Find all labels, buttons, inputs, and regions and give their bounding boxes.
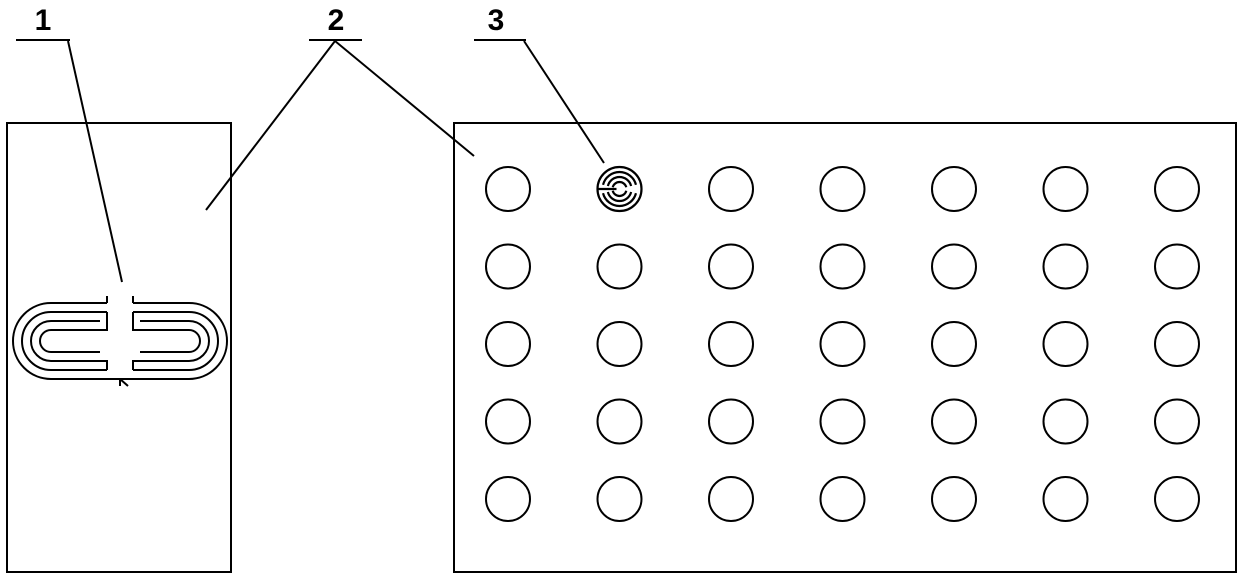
racetrack-coil (13, 296, 227, 386)
coil-right-loop-3 (140, 321, 209, 361)
spiral-coil-element (598, 167, 642, 211)
grid-circle (598, 477, 642, 521)
coil-left-loop-outer (13, 303, 120, 379)
grid-circle (486, 400, 530, 444)
coil-left-loop-3 (31, 321, 100, 361)
reference-label-3: 3 (488, 4, 505, 37)
coil-right-loop-inner (140, 330, 200, 352)
coil-left-loop-inner (40, 330, 100, 352)
grid-circle (821, 245, 865, 289)
grid-circle (486, 245, 530, 289)
grid-circle (1044, 477, 1088, 521)
grid-circle (1155, 322, 1199, 366)
grid-circle (709, 322, 753, 366)
grid-circle (1044, 245, 1088, 289)
coil-left-terminal (100, 296, 120, 386)
grid-circle (709, 245, 753, 289)
coil-right-loop-outer (120, 303, 227, 379)
grid-circle (821, 400, 865, 444)
reference-label-1: 1 (35, 4, 52, 37)
reference-label-2: 2 (328, 4, 345, 37)
grid-circle (932, 167, 976, 211)
grid-circle (486, 322, 530, 366)
grid-circle (1044, 322, 1088, 366)
grid-circle (598, 400, 642, 444)
grid-circle (1155, 245, 1199, 289)
grid-circle (821, 167, 865, 211)
circle-grid (486, 167, 1199, 521)
grid-circle (1155, 477, 1199, 521)
label-1-leader (68, 41, 122, 282)
coil-right-terminal (120, 296, 140, 386)
grid-circle (821, 477, 865, 521)
label-2-leader-left (206, 41, 335, 210)
grid-circle (486, 167, 530, 211)
grid-circle (1155, 167, 1199, 211)
grid-circle (932, 322, 976, 366)
grid-circle (932, 400, 976, 444)
grid-circle (709, 477, 753, 521)
grid-circle (1155, 400, 1199, 444)
grid-circle (1044, 400, 1088, 444)
grid-circle (932, 477, 976, 521)
grid-circle (598, 245, 642, 289)
grid-circle (821, 322, 865, 366)
grid-circle (709, 167, 753, 211)
grid-circle (598, 322, 642, 366)
grid-circle (709, 400, 753, 444)
grid-circle (486, 477, 530, 521)
right-panel (454, 123, 1236, 572)
label-3-leader (524, 41, 604, 163)
grid-circle (932, 245, 976, 289)
grid-circle (1044, 167, 1088, 211)
